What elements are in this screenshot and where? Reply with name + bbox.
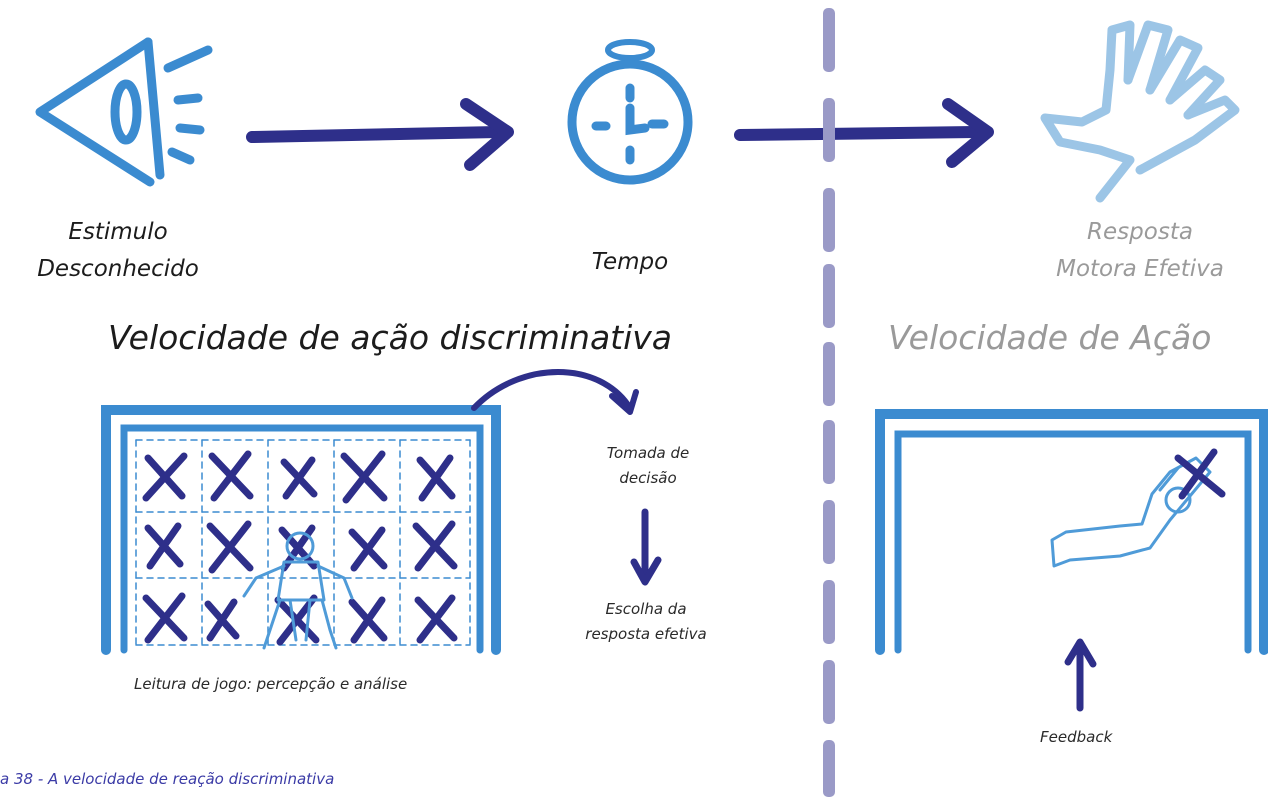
x-mark [412,520,458,572]
arrow-stimulus-to-time [246,98,514,171]
x-mark [208,450,254,502]
x-mark [348,596,388,644]
eye-sound-icon [35,37,213,187]
heading-action-speed: Velocidade de Ação [888,318,1212,357]
goal-net-grid [135,439,471,646]
curved-arrow-decision [471,369,639,415]
arrow-time-to-response [734,98,994,168]
decision-label: Tomada de decisão [606,444,690,487]
goalkeeper-ready-figure [242,531,354,650]
x-mark [204,598,240,642]
goalkeeper-diving-figure [1050,456,1212,568]
choice-label: Escolha da resposta efetiva [585,600,707,643]
reading-label: Leitura de jogo: percepção e análise [134,675,408,693]
hand-icon [1040,20,1240,203]
feedback-up-arrow [1064,638,1097,712]
x-mark-target [1174,448,1226,500]
heading-discriminative-speed: Velocidade de ação discriminativa [108,318,673,357]
target-marks [142,450,458,646]
x-mark [416,454,456,502]
goal-left [101,405,501,655]
down-arrow [630,508,662,586]
stopwatch-icon [567,39,693,185]
x-mark [144,522,184,570]
x-mark [280,456,318,500]
goal-right [875,409,1268,655]
x-mark [414,594,458,644]
response-label: Resposta Motora Efetiva [1056,219,1224,282]
stimulus-label: Estimulo Desconhecido [37,219,199,282]
vertical-divider [823,8,835,797]
x-mark [142,452,188,502]
x-mark [206,520,254,574]
x-mark [340,450,388,504]
x-mark [142,592,188,644]
time-label: Tempo [591,249,669,275]
feedback-label: Feedback [1040,728,1113,746]
figure-caption: a 38 - A velocidade de reação discrimina… [0,770,335,788]
x-mark [348,526,388,572]
